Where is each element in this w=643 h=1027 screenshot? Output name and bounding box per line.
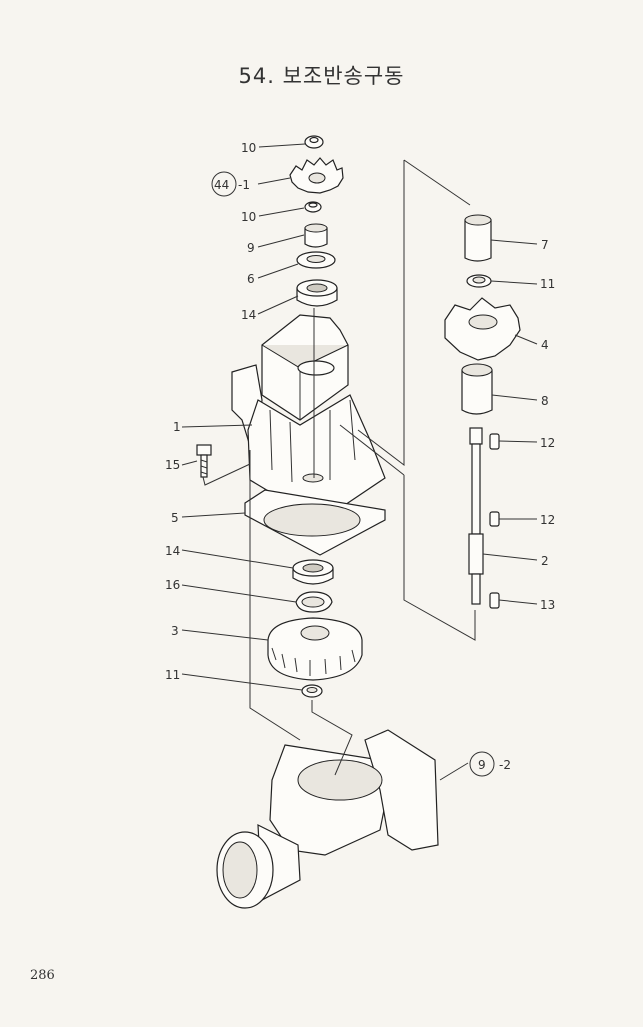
callout-12-lower: 12 [540, 513, 555, 527]
callout-44: 44 [214, 178, 229, 192]
part-5-gasket [244, 489, 386, 556]
callout-8: 8 [541, 394, 549, 408]
callout-3: 3 [171, 624, 179, 638]
part-10-collar [304, 201, 322, 213]
part-12-key-upper [489, 433, 500, 450]
part-8-spacer [461, 363, 493, 415]
callout-9-ref-circle [469, 751, 495, 777]
part-9-bushing [304, 223, 328, 248]
callout-11-right: 11 [540, 277, 555, 291]
callout-9-ref: 9 [478, 758, 486, 772]
callout-10-top: 10 [241, 141, 256, 155]
callout-1: 1 [173, 420, 181, 434]
callout-7: 7 [541, 238, 549, 252]
part-16-snap-ring [295, 591, 333, 613]
callout-44-circle [211, 171, 237, 197]
callout-14-top: 14 [241, 308, 256, 322]
part-11-collar-right [466, 274, 492, 288]
callout-2: 2 [541, 554, 549, 568]
part-6-washer [296, 251, 336, 269]
callout-9: 9 [247, 241, 255, 255]
part-7-sleeve [464, 214, 492, 262]
callout-12-upper: 12 [540, 436, 555, 450]
part-13-key [489, 592, 500, 609]
part-1-housing [231, 308, 386, 516]
callout-6: 6 [247, 272, 255, 286]
callout-14-lower: 14 [165, 544, 180, 558]
callout-44-suffix: -1 [238, 178, 250, 192]
page-number: 286 [30, 968, 55, 983]
part-14-bearing-top [296, 279, 338, 307]
part-44-1-sprocket [289, 157, 344, 194]
callout-labels: 10 44 -1 10 9 6 14 1 15 5 14 16 3 11 7 1… [165, 141, 555, 777]
part-10-collar-top [304, 135, 324, 149]
callout-5: 5 [171, 511, 179, 525]
leader-lines [181, 143, 538, 781]
part-15-bolt [196, 444, 212, 478]
part-3-gear [267, 617, 363, 681]
part-12-key-lower [489, 511, 500, 527]
callout-4: 4 [541, 338, 549, 352]
callout-11-lower: 11 [165, 668, 180, 682]
callout-10: 10 [241, 210, 256, 224]
callout-9-ref-suffix: -2 [499, 758, 511, 772]
callout-16: 16 [165, 578, 180, 592]
part-9-2-casing [216, 729, 439, 909]
callout-13: 13 [540, 598, 555, 612]
assembly-guide-lines [202, 159, 476, 776]
callout-15: 15 [165, 458, 180, 472]
page-title: 54. 보조반송구동 [238, 64, 405, 88]
part-2-shaft [468, 427, 484, 605]
part-14-bearing-lower [292, 559, 334, 585]
part-4-idler-sprocket [444, 297, 521, 361]
part-11-collar-lower [301, 684, 323, 698]
